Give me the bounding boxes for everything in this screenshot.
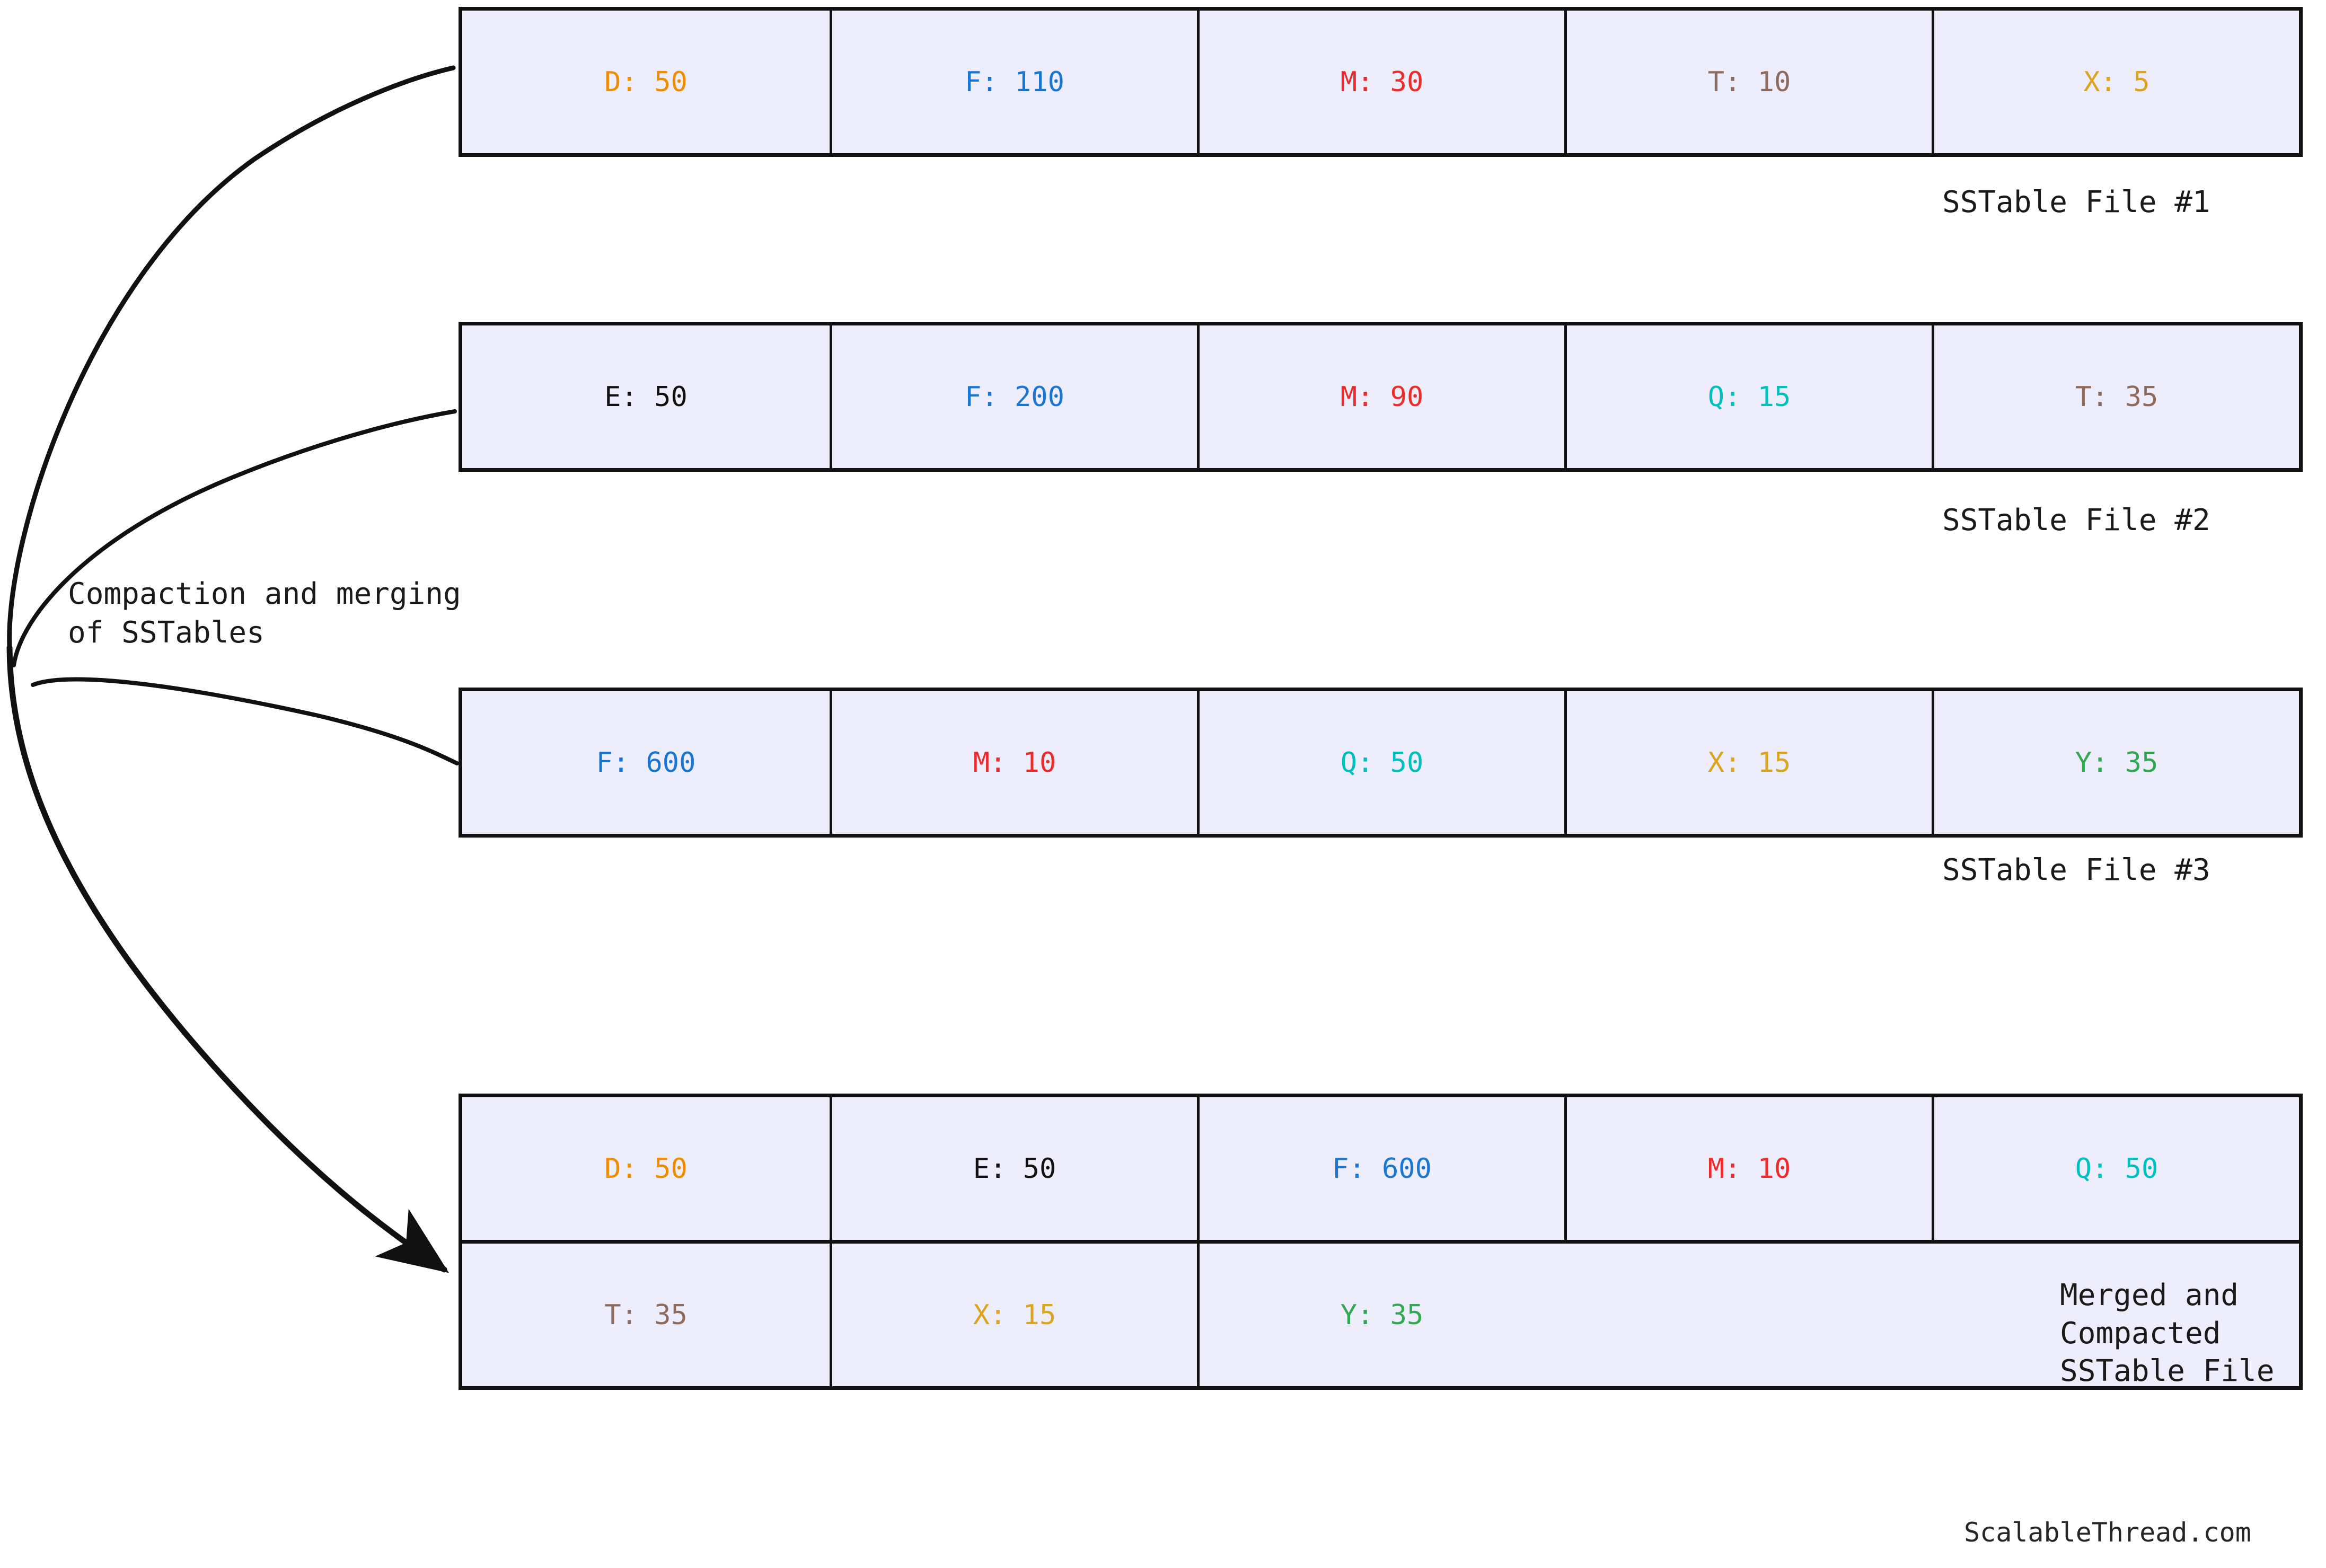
sstable-file-3-label: SSTable File #3 xyxy=(1942,853,2210,887)
cell-d-50[interactable]: D: 50 xyxy=(462,11,830,153)
site-watermark: ScalableThread.com xyxy=(1964,1517,2251,1548)
cell-m-30[interactable]: M: 30 xyxy=(1197,11,1564,153)
cell-m-10[interactable]: M: 10 xyxy=(830,691,1197,834)
sstable-file-1-label: SSTable File #1 xyxy=(1942,185,2210,219)
arrow-to-sstable-1 xyxy=(7,65,456,649)
table-row: D: 50 F: 110 M: 30 T: 10 X: 5 xyxy=(462,11,2299,153)
table-row: F: 600 M: 10 Q: 50 X: 15 Y: 35 xyxy=(462,691,2299,834)
cell-f-600[interactable]: F: 600 xyxy=(462,691,830,834)
compaction-annotation: Compaction and merging of SSTables xyxy=(68,577,461,650)
merged-cell-q-50[interactable]: Q: 50 xyxy=(1932,1097,2299,1240)
sstable-file-1: D: 50 F: 110 M: 30 T: 10 X: 5 xyxy=(459,7,2303,157)
merged-cell-y-35[interactable]: Y: 35 xyxy=(1197,1244,1564,1386)
cell-y-35[interactable]: Y: 35 xyxy=(1932,691,2299,834)
sstable-file-2-label: SSTable File #2 xyxy=(1942,503,2210,538)
cell-f-110[interactable]: F: 110 xyxy=(830,11,1197,153)
cell-q-15[interactable]: Q: 15 xyxy=(1564,325,1932,468)
cell-t-10[interactable]: T: 10 xyxy=(1564,11,1932,153)
table-row: T: 35 X: 15 Y: 35 xyxy=(462,1240,2303,1390)
merged-sstable-file-label: Merged and Compacted SSTable File xyxy=(2060,1278,2275,1389)
merged-cell-t-35[interactable]: T: 35 xyxy=(462,1244,830,1386)
arrow-to-merged-sstable xyxy=(6,645,449,1273)
merged-cell-m-10[interactable]: M: 10 xyxy=(1564,1097,1932,1240)
merged-cell-d-50[interactable]: D: 50 xyxy=(462,1097,830,1240)
arrow-to-sstable-3 xyxy=(31,677,459,765)
cell-t-35[interactable]: T: 35 xyxy=(1932,325,2299,468)
cell-x-5[interactable]: X: 5 xyxy=(1932,11,2299,153)
merged-cell-x-15[interactable]: X: 15 xyxy=(830,1244,1197,1386)
cell-q-50[interactable]: Q: 50 xyxy=(1197,691,1564,834)
merged-sstable-file: D: 50 E: 50 F: 600 M: 10 Q: 50 T: 35 X: … xyxy=(459,1094,2303,1390)
cell-m-90[interactable]: M: 90 xyxy=(1197,325,1564,468)
cell-e-50[interactable]: E: 50 xyxy=(462,325,830,468)
table-row: D: 50 E: 50 F: 600 M: 10 Q: 50 xyxy=(462,1097,2303,1240)
merged-cell-e-50[interactable]: E: 50 xyxy=(830,1097,1197,1240)
table-row: E: 50 F: 200 M: 90 Q: 15 T: 35 xyxy=(462,325,2299,468)
cell-f-200[interactable]: F: 200 xyxy=(830,325,1197,468)
cell-x-15[interactable]: X: 15 xyxy=(1564,691,1932,834)
merged-cell-f-600[interactable]: F: 600 xyxy=(1197,1097,1564,1240)
sstable-file-2: E: 50 F: 200 M: 90 Q: 15 T: 35 xyxy=(459,322,2303,472)
sstable-file-3: F: 600 M: 10 Q: 50 X: 15 Y: 35 xyxy=(459,688,2303,838)
